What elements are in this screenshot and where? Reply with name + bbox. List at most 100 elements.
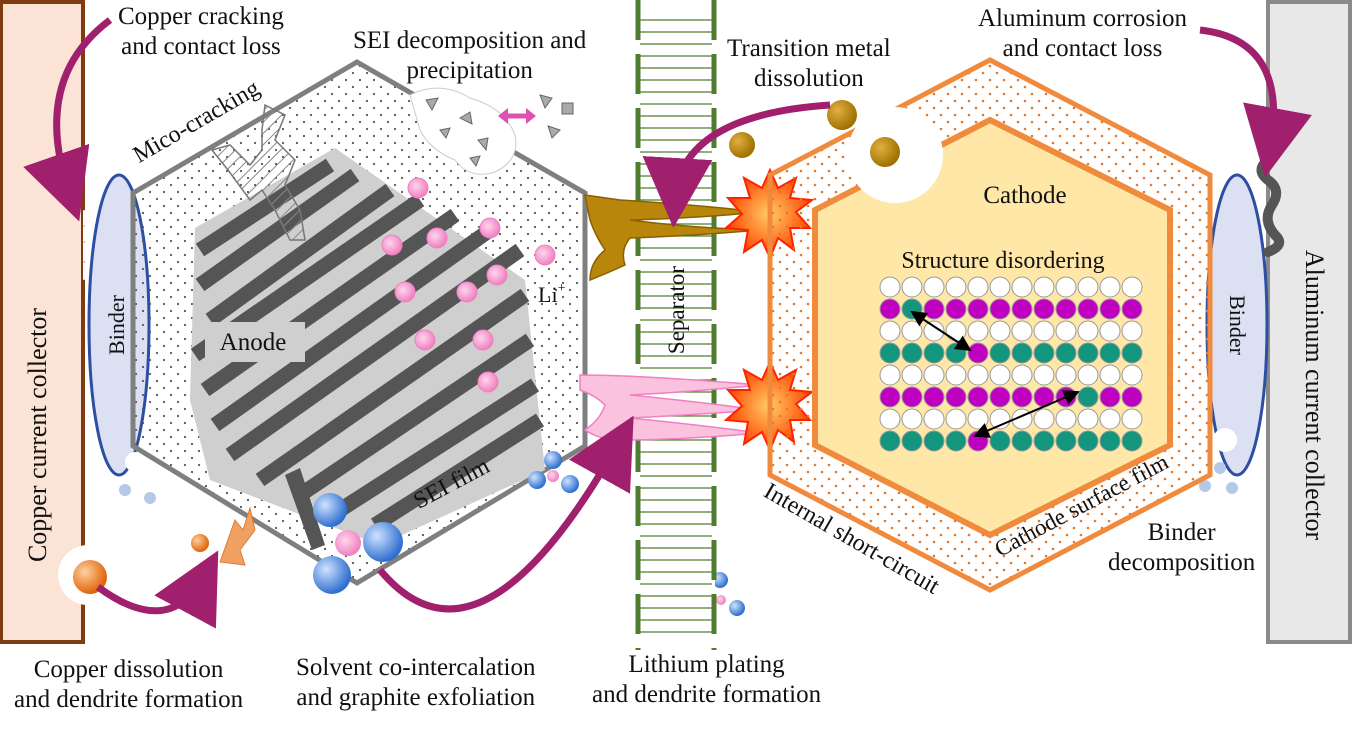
lattice-atom — [923, 276, 945, 298]
process-arrows — [23, 17, 1312, 629]
lattice-atom — [879, 320, 901, 342]
lattice-atom — [1077, 430, 1099, 452]
disorder-arrow-bottom — [973, 390, 1080, 438]
structure-disordering-label: Structure disordering — [901, 248, 1104, 274]
lattice-atom — [923, 386, 945, 408]
lattice-atom — [923, 408, 945, 430]
solvent-line-1: Solvent co-intercalation — [296, 654, 536, 681]
lattice-atom — [1077, 342, 1099, 364]
copper-dissolution-label: Copper dissolution and dendrite formatio… — [14, 655, 243, 715]
lattice-atom — [945, 430, 967, 452]
lattice-atom — [901, 430, 923, 452]
lattice-atom — [879, 408, 901, 430]
lithium-ions — [381, 177, 556, 393]
lattice-atom — [1011, 276, 1033, 298]
copper-cracking-label: Copper cracking and contact loss — [118, 2, 284, 62]
lattice-atom — [1011, 430, 1033, 452]
lattice-atom — [945, 298, 967, 320]
lattice-atom — [1077, 408, 1099, 430]
lattice-atom — [923, 364, 945, 386]
lattice-atom — [923, 342, 945, 364]
micro-crack — [210, 103, 306, 241]
lithium-plating-pink — [579, 374, 761, 441]
solvent-line-2: and graphite exfoliation — [296, 684, 536, 711]
sei-decomposition-line-2: precipitation — [406, 57, 533, 84]
lattice-atom — [1099, 386, 1121, 408]
lattice-atom — [879, 364, 901, 386]
lithium-plating-line-2: and dendrite formation — [592, 681, 822, 708]
copper-collector-label: Copper current collector — [23, 308, 52, 562]
binder-decomposition-line-2: decomposition — [1108, 549, 1256, 576]
lattice-atom — [967, 320, 989, 342]
copper-dissolution-line-1: Copper dissolution — [33, 656, 224, 683]
binder-decomposition-line-1: Binder — [1147, 519, 1216, 546]
copper-current-collector — [0, 0, 85, 644]
lattice-atom — [945, 276, 967, 298]
lattice-atom — [1055, 298, 1077, 320]
lattice-atom — [1121, 386, 1143, 408]
sei-fragments — [409, 87, 574, 175]
lithium-plating-line-1: Lithium plating — [628, 651, 785, 678]
lattice-atom — [1033, 342, 1055, 364]
lattice-atom — [989, 298, 1011, 320]
sei-decomposition-label: SEI decomposition and precipitation — [353, 26, 586, 86]
lattice-atom — [1033, 320, 1055, 342]
lattice-atom — [1099, 276, 1121, 298]
lattice-atom — [1121, 276, 1143, 298]
separator — [635, 0, 717, 650]
lattice-atom — [1011, 364, 1033, 386]
lattice-atom — [1099, 298, 1121, 320]
separator-label: Separator — [664, 266, 689, 354]
lattice-atom — [1121, 298, 1143, 320]
copper-dissolution-line-2: and dendrite formation — [14, 686, 244, 713]
lattice-atom — [1033, 408, 1055, 430]
cathode-label: Cathode — [983, 182, 1066, 209]
lattice-atom — [923, 430, 945, 452]
lattice-atom — [901, 408, 923, 430]
lattice-atom — [901, 342, 923, 364]
lattice-atom — [1055, 430, 1077, 452]
lattice-atom — [1121, 430, 1143, 452]
lattice-atom — [1055, 320, 1077, 342]
lattice-atom — [1011, 342, 1033, 364]
lattice-atom — [1033, 364, 1055, 386]
anode-graphite-core — [190, 148, 545, 550]
lattice-atom — [1099, 430, 1121, 452]
aluminum-corrosion-line-2: and contact loss — [1002, 35, 1163, 62]
copper-cracking-line-2: and contact loss — [121, 33, 281, 60]
lattice-atom — [879, 386, 901, 408]
lattice-atom — [1121, 364, 1143, 386]
lattice-atom — [967, 386, 989, 408]
lattice-atom — [901, 386, 923, 408]
lattice-atom — [879, 430, 901, 452]
lattice-atom — [1099, 342, 1121, 364]
lattice-atom — [879, 298, 901, 320]
lithium-plating-label: Lithium plating and dendrite formation — [592, 650, 821, 710]
binder-decomposition-label: Binder decomposition — [1108, 518, 1255, 578]
lattice-atom — [1033, 430, 1055, 452]
lattice-atom — [967, 276, 989, 298]
copper-cracking-line-1: Copper cracking — [118, 3, 284, 30]
lattice-atom — [945, 386, 967, 408]
lattice-atom — [1077, 298, 1099, 320]
lattice-atom — [1077, 276, 1099, 298]
lattice-atom — [923, 298, 945, 320]
lattice-atom — [1055, 276, 1077, 298]
lattice-atom — [945, 320, 967, 342]
li-ion-label: Li+ — [538, 281, 566, 307]
aluminum-corrosion-line-1: Aluminum corrosion — [978, 5, 1188, 32]
lattice-atom — [1033, 276, 1055, 298]
lattice-atom — [945, 364, 967, 386]
binder-right-label: Binder — [1225, 295, 1250, 356]
lattice-atom — [967, 342, 989, 364]
transition-metal-line-1: Transition metal — [727, 35, 891, 62]
lattice-atom — [967, 364, 989, 386]
transition-metal-label: Transition metal dissolution — [727, 34, 891, 94]
aluminum-collector-label: Aluminum current collector — [1300, 250, 1329, 541]
aluminum-corrosion-label: Aluminum corrosion and contact loss — [978, 4, 1187, 64]
lattice-atom — [901, 364, 923, 386]
lattice-atom — [945, 408, 967, 430]
binder-left-label: Binder — [104, 294, 129, 355]
lattice-atom — [1011, 298, 1033, 320]
